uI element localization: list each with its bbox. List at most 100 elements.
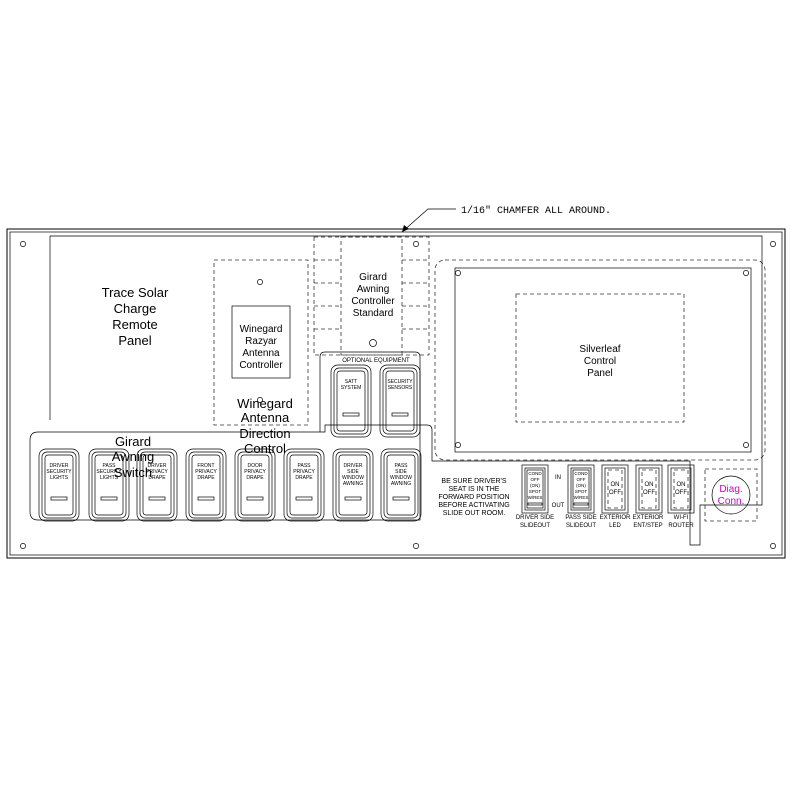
rocker-switch-6-label: SIDE bbox=[347, 469, 359, 475]
svg-text:Control: Control bbox=[244, 441, 286, 456]
small-switch-on: ON bbox=[645, 482, 654, 488]
optional-switch-satt-label: SYSTEM bbox=[341, 385, 362, 391]
trace-solar-label: Trace Solar Charge Remote Panel bbox=[102, 285, 169, 348]
svg-text:Charge: Charge bbox=[114, 301, 157, 316]
rocker-switch-6-label: WINDOW bbox=[342, 475, 364, 481]
svg-text:Direction: Direction bbox=[239, 426, 290, 441]
antenna-zone bbox=[213, 259, 309, 426]
svg-text:Diag.: Diag. bbox=[719, 484, 742, 495]
cutout-outline bbox=[29, 235, 763, 546]
small-switch-caption-1: PASS SIDE bbox=[565, 515, 596, 521]
rocker-switch-6-label: DRIVER bbox=[344, 463, 363, 469]
svg-text:Panel: Panel bbox=[118, 333, 151, 348]
rocker-switch-7-label: SIDE bbox=[395, 469, 407, 475]
slideout-out-label: OUT bbox=[552, 503, 565, 509]
small-switch-caption-0: DRIVER SIDE bbox=[516, 515, 554, 521]
silverleaf-outer-zone bbox=[434, 259, 766, 461]
svg-text:Winegard: Winegard bbox=[237, 396, 293, 411]
optional-switch-security-label: SECURITY bbox=[387, 379, 413, 385]
small-switch-text: OFF bbox=[531, 477, 540, 482]
slideout-in-label: IN bbox=[555, 475, 561, 481]
small-switch-caption-1: SLIDEOUT bbox=[566, 523, 596, 529]
rocker-switch-1-label: LIGHTS bbox=[100, 475, 119, 481]
optional-switch-security-label: SENSORS bbox=[388, 385, 413, 391]
small-switch-text: (ON) bbox=[576, 483, 586, 488]
rocker-switch-2-label: DRAPE bbox=[148, 475, 166, 481]
awning-controller-label: Girard Awning Controller Standard bbox=[351, 272, 395, 319]
svg-text:Awning: Awning bbox=[357, 284, 390, 295]
svg-text:Controller: Controller bbox=[351, 296, 395, 307]
rocker-switch-3-label: FRONT bbox=[197, 463, 214, 469]
svg-text:Panel: Panel bbox=[587, 368, 613, 379]
small-switch-text: COND bbox=[528, 471, 542, 476]
rocker-switch-6-label: AWNING bbox=[343, 481, 363, 487]
small-switch-on: ON bbox=[611, 482, 620, 488]
rocker-switch-0-label: DRIVER bbox=[50, 463, 69, 469]
chamfer-callout-text: 1/16" CHAMFER ALL AROUND. bbox=[461, 205, 611, 217]
slideout-warning: BE SURE DRIVER'S SEAT IS IN THE FORWARD … bbox=[438, 478, 509, 517]
awning-controller-zone bbox=[313, 236, 430, 356]
svg-text:Girard: Girard bbox=[115, 434, 151, 449]
svg-text:Remote: Remote bbox=[112, 317, 158, 332]
svg-text:Antenna: Antenna bbox=[242, 348, 280, 359]
svg-text:Razyar: Razyar bbox=[245, 336, 277, 347]
svg-text:FORWARD POSITION: FORWARD POSITION bbox=[438, 494, 509, 501]
small-switch-text: OFF bbox=[577, 477, 586, 482]
diag-connector: Diag. Conn. bbox=[704, 468, 758, 522]
svg-text:Awning: Awning bbox=[112, 449, 154, 464]
small-switch-text: W/RES bbox=[574, 495, 589, 500]
small-switch-text: (ON) bbox=[530, 483, 540, 488]
svg-text:SLIDE OUT ROOM.: SLIDE OUT ROOM. bbox=[443, 510, 506, 517]
rocker-switch-0-label: SECURITY bbox=[46, 469, 72, 475]
small-switch-caption-4: WI-FI bbox=[674, 515, 689, 521]
small-switch-caption-4: ROUTER bbox=[668, 523, 694, 529]
rocker-switch-5-label: PRIVACY bbox=[293, 469, 315, 475]
chamfer-callout: 1/16" CHAMFER ALL AROUND. bbox=[401, 205, 611, 233]
rocker-switch-1-label: PASS bbox=[103, 463, 117, 469]
rocker-switch-4-label: PRIVACY bbox=[244, 469, 266, 475]
antenna-direction-label: Winegard Antenna Direction Control bbox=[237, 396, 293, 456]
rocker-switch-5-label: PASS bbox=[298, 463, 312, 469]
small-switch-caption-3: EXTERIOR bbox=[633, 515, 664, 521]
svg-text:Control: Control bbox=[584, 356, 616, 367]
silverleaf-inner-zone bbox=[515, 293, 685, 423]
svg-text:Winegard: Winegard bbox=[240, 324, 283, 335]
svg-text:Switch: Switch bbox=[114, 465, 152, 480]
svg-text:SEAT IS IN THE: SEAT IS IN THE bbox=[449, 486, 500, 493]
optional-equipment-label: OPTIONAL EQUIPMENT bbox=[342, 358, 410, 364]
rocker-switch-7-label: AWNING bbox=[391, 481, 411, 487]
rocker-switch-7-label: WINDOW bbox=[390, 475, 412, 481]
svg-text:BEFORE ACTIVATING: BEFORE ACTIVATING bbox=[438, 502, 509, 509]
svg-text:Girard: Girard bbox=[359, 272, 387, 283]
rocker-switch-4-label: DRAPE bbox=[246, 475, 264, 481]
svg-text:Standard: Standard bbox=[353, 308, 394, 319]
small-switch-text: COND bbox=[574, 471, 588, 476]
svg-text:Conn.: Conn. bbox=[718, 496, 745, 507]
svg-text:Antenna: Antenna bbox=[241, 410, 290, 425]
svg-text:Controller: Controller bbox=[239, 360, 283, 371]
mounting-holes bbox=[20, 241, 776, 549]
girard-awning-switch-label: Girard Awning Switch bbox=[112, 434, 154, 480]
small-switch-caption-0: SLIDEOUT bbox=[520, 523, 550, 529]
rocker-switch-1-label: SECURITY bbox=[96, 469, 122, 475]
small-switch-text: W/RES bbox=[528, 495, 543, 500]
small-switch-labels: DRIVER SIDE SLIDEOUT PASS SIDE SLIDEOUT EXTE… bbox=[516, 515, 695, 529]
razyar-label: Winegard Razyar Antenna Controller bbox=[239, 324, 283, 371]
silverleaf-label: Silverleaf Control Panel bbox=[579, 344, 620, 379]
